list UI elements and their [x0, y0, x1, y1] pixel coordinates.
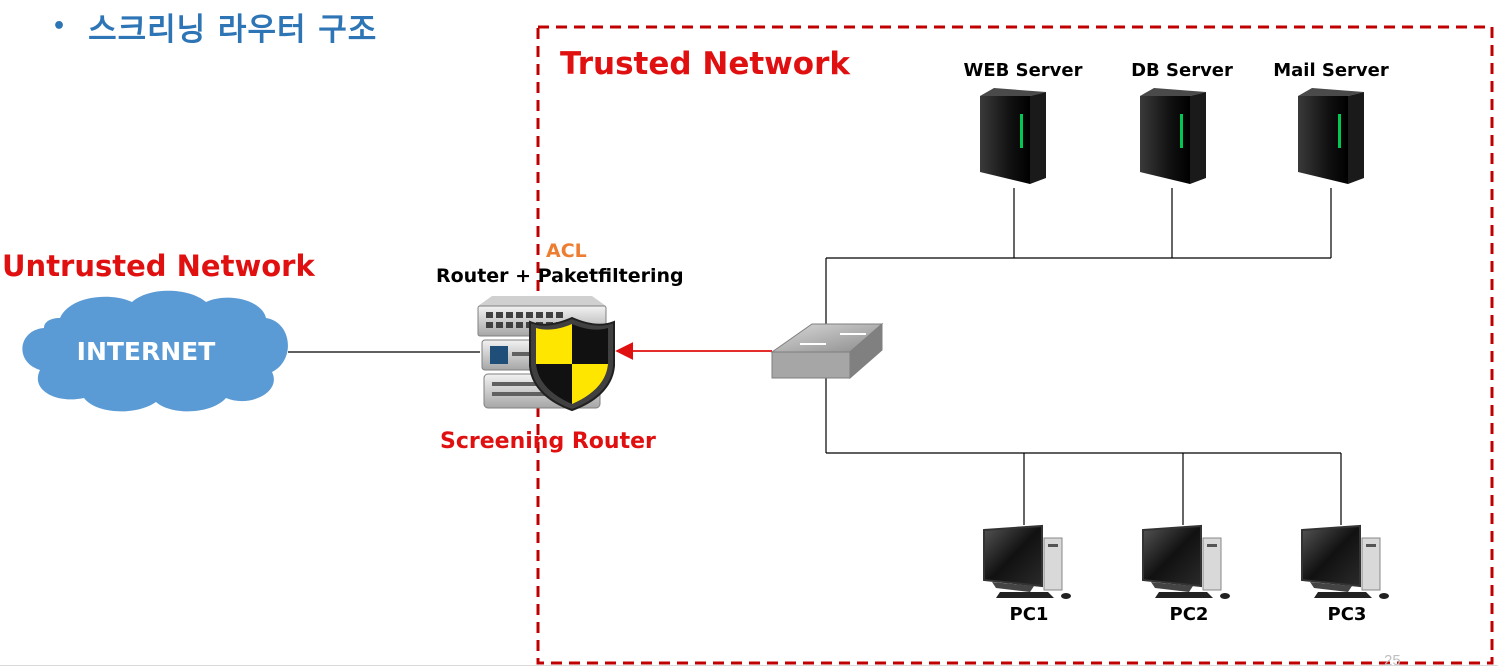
db-server-icon	[1140, 88, 1206, 184]
internet-cloud-icon	[22, 290, 288, 412]
internet-label: INTERNET	[77, 337, 216, 366]
pc1-icon	[983, 524, 1071, 599]
network-switch-icon	[770, 322, 884, 380]
pc3-icon	[1301, 524, 1389, 599]
mail-server-icon	[1298, 88, 1364, 184]
acl-label: ACL	[546, 240, 587, 262]
bullet-point: •	[52, 13, 67, 39]
footer-divider	[0, 665, 1498, 666]
pc2-label: PC2	[1170, 604, 1209, 625]
slide-title: 스크리닝 라우터 구조	[88, 11, 378, 48]
trusted-network-label: Trusted Network	[560, 46, 851, 82]
pc2-icon	[1142, 524, 1230, 599]
pc3-label: PC3	[1328, 604, 1367, 625]
screening-router-label: Screening Router	[440, 429, 656, 454]
slide-title-row: • 스크리닝 라우터 구조	[52, 4, 377, 48]
mail-server-label: Mail Server	[1273, 60, 1389, 81]
untrusted-network-label: Untrusted Network	[2, 249, 315, 283]
screening-router-icon	[477, 296, 615, 412]
db-server-label: DB Server	[1131, 60, 1233, 81]
router-caption: Router + Paketfiltering	[436, 265, 684, 287]
pc1-label: PC1	[1010, 604, 1049, 625]
page-number: 25	[1384, 652, 1401, 669]
web-server-icon	[980, 88, 1046, 184]
web-server-label: WEB Server	[963, 60, 1082, 81]
connection-lines	[288, 188, 1342, 525]
